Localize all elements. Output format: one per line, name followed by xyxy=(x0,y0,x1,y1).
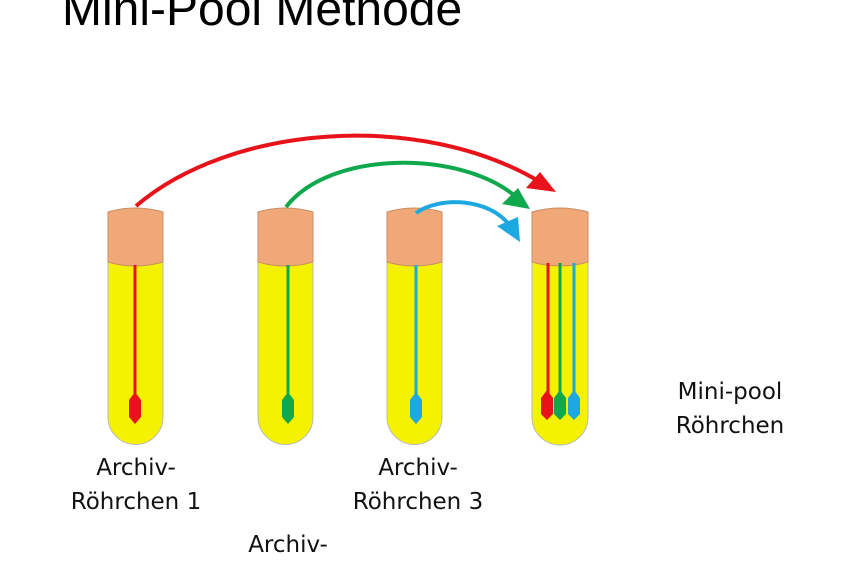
archive-tube-2-label: Archiv- xyxy=(188,528,388,562)
transfer-arrows xyxy=(134,133,556,242)
arrow-red-head xyxy=(526,172,556,192)
arrow-red xyxy=(134,133,542,208)
archive-tube-1-label-line2: Röhrchen 1 xyxy=(70,489,202,515)
arrow-green xyxy=(284,160,517,209)
archive-tube-3-label-line2: Röhrchen 3 xyxy=(352,489,484,515)
archive-tube-2 xyxy=(257,207,314,445)
mini-pool-tube-label: Mini-pool Röhrchen xyxy=(655,375,805,443)
mini-pool-tube-label-line2: Röhrchen xyxy=(675,413,785,439)
pool-swab-green-tip xyxy=(554,390,566,420)
archive-tube-3-label-line1: Archiv- xyxy=(378,455,458,481)
archive-tube-1-label-line1: Archiv- xyxy=(96,455,176,481)
archive-tube-3 xyxy=(386,207,443,445)
mini-pool-tube-label-line1: Mini-pool xyxy=(677,379,783,405)
archive-tube-1-label: Archiv- Röhrchen 1 xyxy=(36,451,236,519)
mini-pool-tube xyxy=(531,207,589,446)
tube-3-cap xyxy=(386,207,443,267)
archive-tube-3-label: Archiv- Röhrchen 3 xyxy=(318,451,518,519)
arrow-blue-head xyxy=(497,217,520,242)
archive-tube-1 xyxy=(107,207,164,445)
arrow-green-head xyxy=(502,188,530,209)
tube-1-cap xyxy=(107,207,164,267)
pool-swab-blue-tip xyxy=(568,390,580,420)
arrow-blue xyxy=(414,200,512,228)
page-title: Mini-Pool Methode xyxy=(62,0,463,36)
tube-2-body xyxy=(257,249,314,445)
tube-1-swab-tip xyxy=(129,392,141,424)
archive-tube-2-label-line1: Archiv- xyxy=(248,532,328,558)
tube-2-cap xyxy=(257,207,314,267)
pool-swab-red-tip xyxy=(541,390,553,420)
pool-tube-cap xyxy=(531,207,589,267)
tube-3-swab-tip xyxy=(410,392,422,424)
tube-2-swab-tip xyxy=(282,392,294,424)
